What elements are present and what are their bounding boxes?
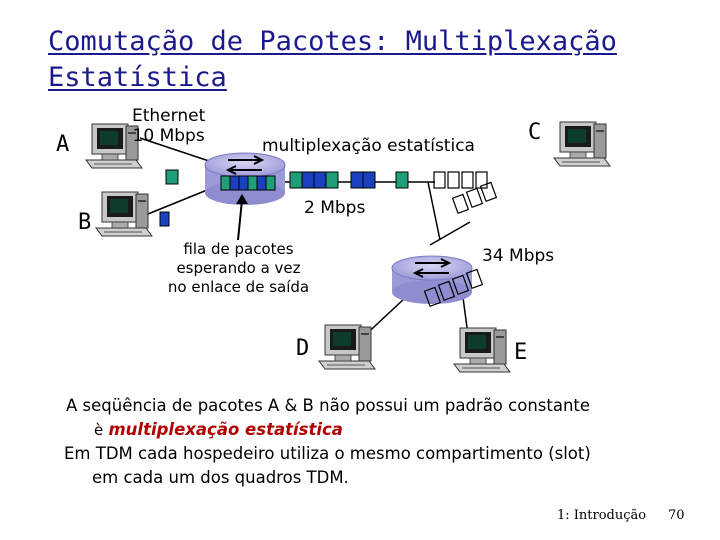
queue-line-3: no enlace de saída (167, 278, 310, 296)
notes: A seqüência de pacotes A & B não possui … (64, 394, 706, 490)
queue-arrow (237, 199, 243, 241)
stat-mux-emphasis: multiplexação estatística (108, 420, 343, 439)
note-line-2: è multiplexação estatística (66, 418, 706, 442)
host-b-label: B (78, 210, 92, 235)
note-line-1: A seqüência de pacotes A & B não possui … (66, 396, 591, 415)
host-c-label: C (528, 120, 542, 145)
host-d-computer (318, 324, 376, 370)
link-rate-34mbps: 34 Mbps (482, 246, 555, 266)
ethernet-rate: 10 Mbps (132, 126, 205, 146)
glyph-boxes (423, 171, 498, 307)
footer-section: 1: Introdução (557, 508, 647, 523)
link-b-router (147, 187, 213, 215)
note-line-4: em cada um dos quadros TDM. (92, 468, 349, 487)
host-e-computer (453, 327, 511, 373)
link-rate-2mbps: 2 Mbps (304, 198, 366, 218)
host-c-computer (553, 121, 611, 167)
queue-line-2: esperando a vez (176, 259, 301, 277)
ethernet-text: Ethernet (132, 106, 206, 126)
slide-title: Comutação de Pacotes: Multiplexação Esta… (48, 26, 617, 93)
link-to-router2 (427, 181, 441, 241)
link-34mbps (429, 221, 471, 246)
packet-a (165, 169, 179, 185)
packet-b (159, 211, 170, 227)
arrow-icon: è (94, 421, 104, 439)
footer-page: 70 (668, 508, 685, 523)
host-a-label: A (56, 132, 70, 157)
host-d-label: D (296, 336, 310, 361)
host-e-label: E (514, 340, 528, 365)
queue-label: fila de pacotes esperando a vez no enlac… (156, 240, 321, 297)
stat-mux-label: multiplexação estatística (262, 136, 475, 156)
note-line-3: Em TDM cada hospedeiro utiliza o mesmo c… (64, 444, 591, 463)
router-2 (391, 255, 473, 304)
host-b-computer (95, 191, 153, 237)
ethernet-label: Ethernet 10 Mbps (132, 106, 205, 146)
link-packets (289, 171, 409, 189)
link-a-router (139, 137, 213, 163)
queue-line-1: fila de pacotes (183, 240, 294, 258)
queue-packets (220, 175, 276, 191)
